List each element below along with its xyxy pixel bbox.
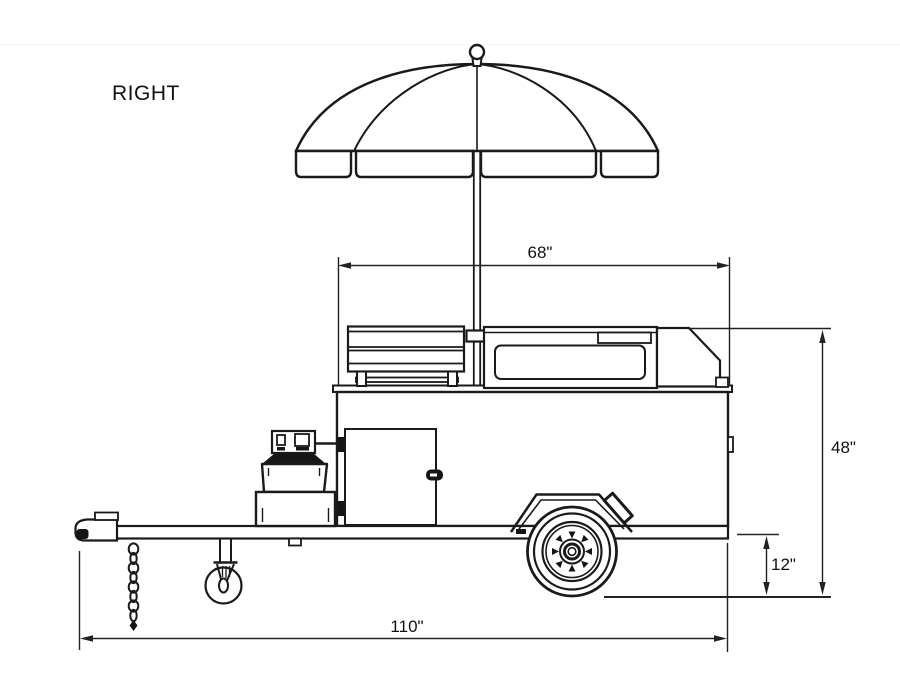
dim-68-arrow-right — [717, 262, 730, 269]
umbrella-rib-right — [476, 63, 597, 152]
umbrella-valance-panel — [599, 149, 660, 179]
regulator-port-left — [277, 447, 285, 451]
dim-12-arrow-bottom — [763, 582, 770, 595]
dim-12-label: 12" — [771, 555, 796, 574]
frame-rail — [86, 524, 730, 540]
tire-outer — [526, 505, 618, 598]
tank-body-ticks — [267, 468, 321, 476]
fender-inner-line — [518, 499, 625, 530]
grill — [346, 325, 466, 387]
hitch-tip — [76, 529, 89, 539]
regulator-port-right — [296, 447, 309, 451]
umbrella-rib-left — [353, 63, 478, 152]
frame-bracket — [288, 537, 302, 547]
dim-110-arrow-right — [714, 635, 727, 642]
jack-caster — [204, 538, 243, 605]
cart-body-group — [86, 325, 734, 547]
caster-fork-hatch — [221, 566, 231, 578]
caster-stem — [219, 538, 232, 562]
safety-chain — [127, 542, 140, 631]
umbrella-valance-panel — [294, 149, 353, 179]
umbrella-valance-panel — [479, 149, 598, 179]
rear-cover-foot — [715, 376, 729, 388]
door-latch-slot — [430, 473, 437, 477]
hub-outer — [559, 538, 585, 565]
rear-sloped-cover — [655, 326, 729, 388]
regulator-knob-left — [276, 434, 286, 446]
rim-outer — [541, 520, 603, 583]
tank-crate — [254, 490, 337, 528]
steam-table-window — [494, 344, 646, 380]
fender-foot — [516, 529, 526, 534]
dimension-48: 48" — [604, 327, 856, 598]
fender — [509, 491, 634, 534]
steam-table-lid-handle — [597, 331, 652, 344]
chain-hook — [129, 620, 138, 631]
lug-markers — [552, 531, 592, 572]
dimension-12: 12" — [737, 533, 796, 595]
dimension-68: 68" — [337, 243, 731, 386]
hitch-group — [74, 511, 243, 631]
caster-hub — [218, 577, 229, 594]
grill-tray — [355, 376, 459, 383]
fender-reflector — [602, 491, 634, 525]
door-hinge-bottom — [338, 501, 345, 516]
grill-leg-left — [356, 370, 367, 387]
dim-12-arrow-top — [763, 536, 770, 549]
tire-inner — [532, 512, 612, 591]
dim-48-arrow-bottom — [819, 582, 826, 595]
dim-110-label: 110" — [390, 617, 423, 636]
road-wheel — [526, 505, 618, 598]
hub-ring — [563, 542, 581, 561]
umbrella-valance-panel — [354, 149, 475, 179]
dim-48-label: 48" — [831, 438, 856, 457]
tank-crate-ticks — [261, 508, 330, 522]
dimension-110: 110" — [78, 543, 729, 652]
steam-table — [482, 325, 659, 390]
umbrella — [294, 43, 660, 393]
rear-sloped-cover-outline — [655, 326, 722, 388]
propane-assembly — [254, 429, 338, 528]
body-rear-tab — [727, 436, 734, 453]
umbrella-finial-ball — [468, 43, 486, 61]
tank-collar — [262, 453, 326, 464]
grill-slats — [348, 330, 464, 365]
access-door — [344, 428, 437, 526]
dim-48-arrow-top — [819, 330, 826, 343]
view-label: RIGHT — [112, 82, 180, 105]
rim-ring — [545, 524, 599, 579]
hub-center — [567, 546, 577, 557]
grill-body — [346, 325, 466, 373]
hitch-latch — [94, 511, 119, 521]
dim-110-arrow-left — [80, 635, 93, 642]
door-hinge-top — [338, 437, 345, 452]
dim-68-arrow-left — [338, 262, 351, 269]
regulator-knob-right — [294, 433, 310, 447]
tank-body — [260, 462, 329, 494]
grill-leg-right — [447, 370, 458, 387]
dim-68-label: 68" — [528, 243, 553, 262]
